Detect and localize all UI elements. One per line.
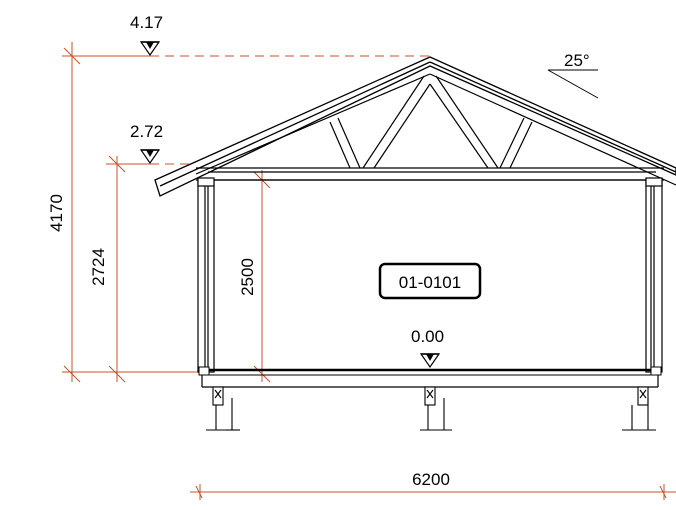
- room-height-dimension-label: 2500: [238, 258, 257, 296]
- room-tag-frame: [378, 262, 482, 300]
- floor-slab: [198, 366, 662, 388]
- eave-height-dimension-label: 2724: [89, 248, 108, 286]
- walls: [197, 177, 663, 373]
- elevation-eave-label: 2.72: [130, 122, 163, 141]
- roof-pitch-indicator: [547, 69, 599, 99]
- overall-height-dimension-label: 4170: [47, 194, 66, 232]
- dimension-lines: [62, 42, 676, 500]
- foundation-posts: [206, 386, 656, 431]
- elevation-marker-eave: [139, 149, 161, 165]
- dashed-leaders: [150, 55, 430, 373]
- roof: [154, 56, 676, 197]
- elevation-floor-label: 0.00: [411, 327, 444, 346]
- roof-pitch-label: 25°: [564, 51, 590, 70]
- labels: 4.17 2.72 0.00 25° 01-0101 6200 4170 272…: [47, 13, 590, 489]
- elevation-ridge-label: 4.17: [130, 13, 163, 32]
- elevation-marker-floor: [419, 353, 441, 369]
- width-dimension-label: 6200: [412, 470, 450, 489]
- room-tag-label: 01-0101: [399, 273, 461, 292]
- elevation-marker-ridge: [139, 41, 161, 57]
